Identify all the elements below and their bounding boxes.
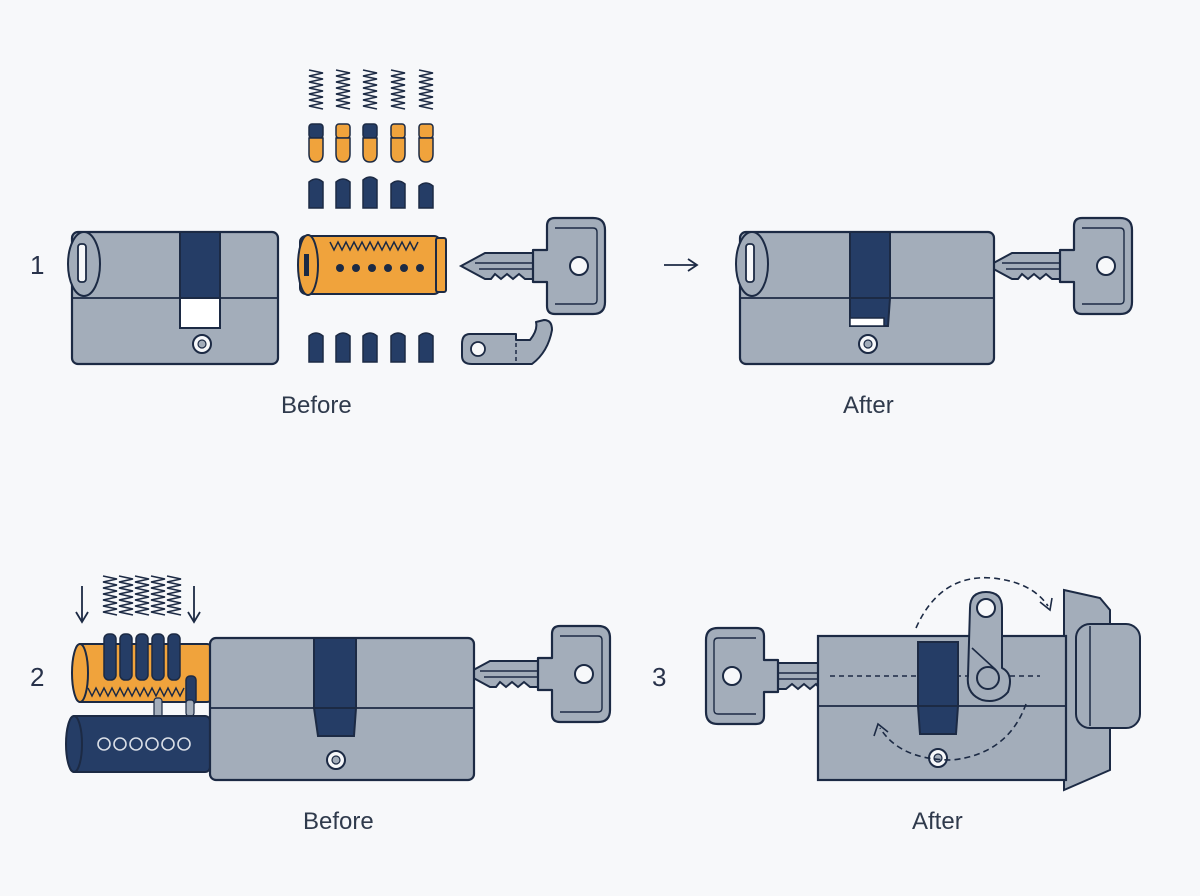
step-number-1: 1: [30, 250, 45, 280]
rotate-arrow-icon: [873, 576, 1053, 761]
cylinder-after-3: [704, 588, 1141, 792]
driver-pins: [308, 123, 434, 163]
cylinder-after-1: [735, 216, 1134, 366]
down-arrow-icon: [75, 586, 201, 624]
springs-exploded: [308, 69, 434, 110]
caption-before-row1: Before: [281, 392, 352, 419]
cylinder-before-2: [208, 624, 612, 782]
key-pins-bottom: [308, 332, 434, 363]
caption-after-row2: After: [912, 808, 963, 835]
springs-installing: [102, 575, 182, 616]
plug-with-pins: [71, 633, 213, 719]
key-exploded: [459, 216, 607, 316]
arrow-right-icon: [664, 258, 699, 272]
cylinder-before-1: [67, 230, 280, 366]
step-number-2: 2: [30, 662, 45, 692]
navy-plug: [65, 715, 211, 773]
caption-after-row1: After: [843, 392, 894, 419]
cam-exploded: [461, 319, 553, 365]
key-pins-top: [308, 176, 434, 209]
plug-exploded: [297, 234, 447, 296]
step-number-3: 3: [652, 662, 667, 692]
caption-before-row2: Before: [303, 808, 374, 835]
